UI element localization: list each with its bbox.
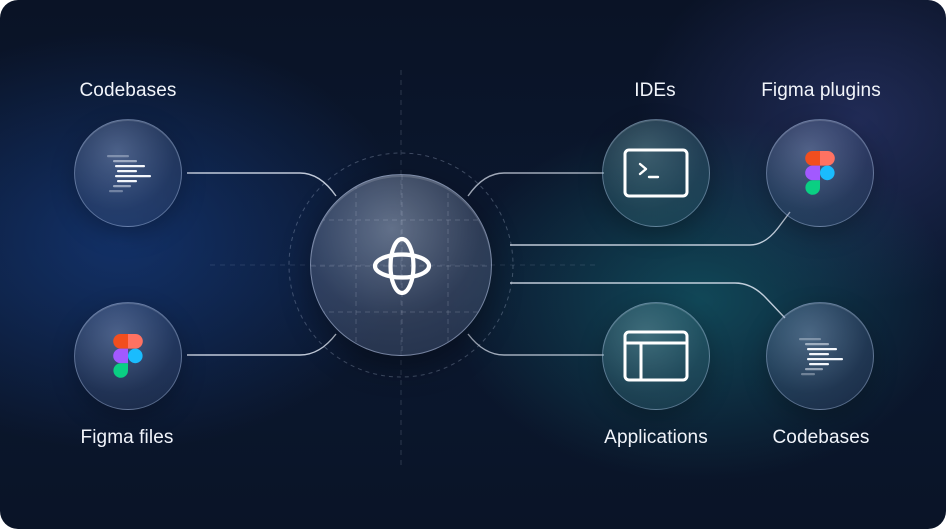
node-applications: [602, 302, 710, 410]
app-window-icon: [623, 330, 689, 382]
orbit-ring: [288, 152, 514, 378]
label-ides: IDEs: [634, 80, 676, 101]
wire-codebases-right: [510, 282, 786, 319]
wire-applications: [467, 333, 604, 356]
figma-logo-icon: [113, 334, 143, 378]
label-codebases-right: Codebases: [772, 427, 870, 448]
terminal-icon: [623, 148, 689, 198]
label-figma-plugins: Figma plugins: [761, 80, 881, 101]
label-figma-files: Figma files: [80, 427, 174, 448]
wire-figma-plugins: [510, 211, 791, 246]
node-codebases-left: [74, 119, 182, 227]
knot-logo-icon: [372, 236, 432, 296]
hub-grid: [311, 175, 491, 355]
code-lines-icon: [107, 155, 151, 193]
node-figma-plugins: [766, 119, 874, 227]
wire-figma-files: [187, 333, 337, 356]
figma-logo-icon: [805, 151, 835, 195]
label-applications: Applications: [604, 427, 708, 448]
wire-ides: [467, 172, 604, 197]
node-codebases-right: [766, 302, 874, 410]
label-codebases-left: Codebases: [79, 80, 177, 101]
node-figma-files: [74, 302, 182, 410]
code-lines-icon: [799, 338, 843, 376]
central-hub: [310, 174, 492, 356]
wire-codebases-left: [187, 172, 337, 197]
node-ides: [602, 119, 710, 227]
